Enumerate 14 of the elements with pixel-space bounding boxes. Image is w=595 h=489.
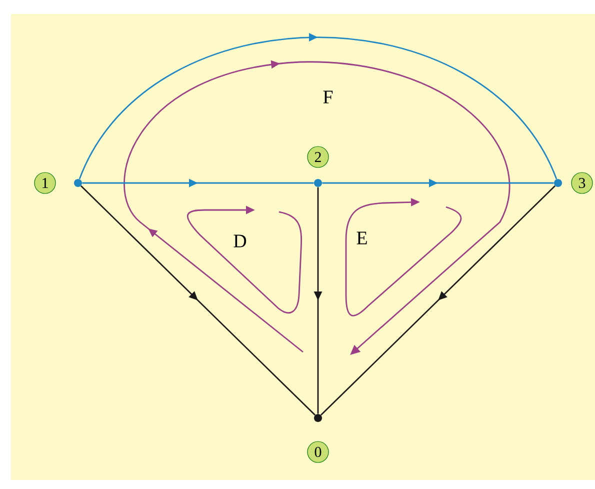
arrow [320, 185, 556, 416]
arrow [80, 185, 316, 416]
number-badge: 2 [307, 146, 329, 168]
vertex-dot [314, 179, 322, 187]
number-badge: 1 [34, 172, 56, 194]
vertex-dot [74, 179, 82, 187]
number-badge: 3 [571, 172, 593, 194]
vertex-dot [314, 414, 322, 422]
arrow [78, 33, 558, 180]
loop-label: E [356, 232, 367, 244]
vertex-dot [554, 179, 562, 187]
loop-label: D [234, 234, 246, 248]
number-badge: 0 [307, 441, 329, 463]
loop-label: F [323, 90, 333, 104]
